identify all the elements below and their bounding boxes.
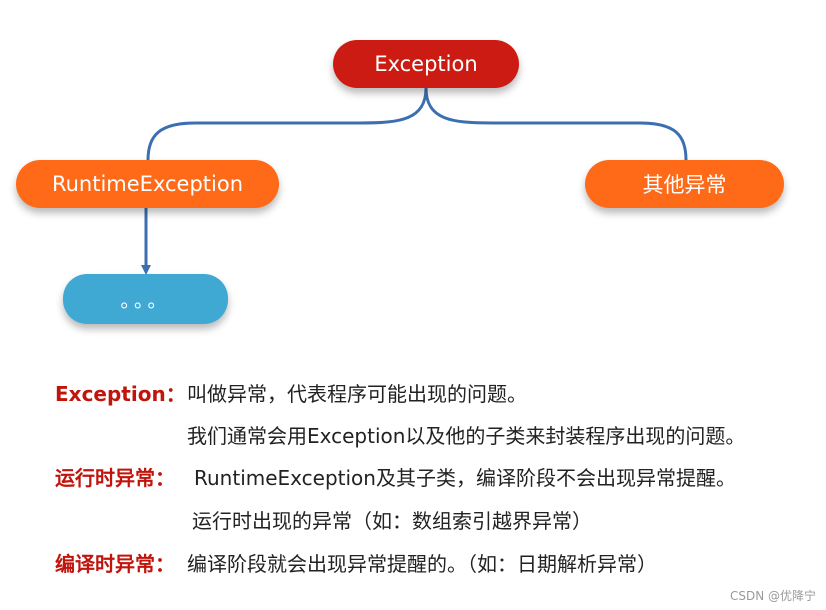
subclasses-placeholder-node: 。。。 [63, 274, 228, 324]
runtime-description-2: 运行时出现的异常（如：数组索引越界异常） [192, 509, 592, 533]
exception-description: 叫做异常，代表程序可能出现的问题。 [187, 382, 527, 406]
hierarchy-connectors [141, 87, 688, 275]
exception-description-2: 我们通常会用Exception以及他的子类来封装程序出现的问题。 [187, 424, 746, 448]
runtime-label: 运行时异常： [55, 466, 175, 490]
other-exception-node: 其他异常 [585, 160, 784, 208]
runtime-description: RuntimeException及其子类，编译阶段不会出现异常提醒。 [194, 466, 736, 490]
compile-description: 编译阶段就会出现异常提醒的。（如：日期解析异常） [187, 552, 657, 576]
connector-exception-to-runtime [146, 87, 428, 161]
exception-label: Exception： [55, 382, 186, 406]
compile-label: 编译时异常： [55, 552, 175, 576]
exception-node: Exception [333, 40, 519, 88]
connector-exception-to-other [424, 87, 688, 161]
watermark: CSDN @优降宁 [729, 589, 816, 603]
runtime-exception-node: RuntimeException [16, 160, 279, 208]
